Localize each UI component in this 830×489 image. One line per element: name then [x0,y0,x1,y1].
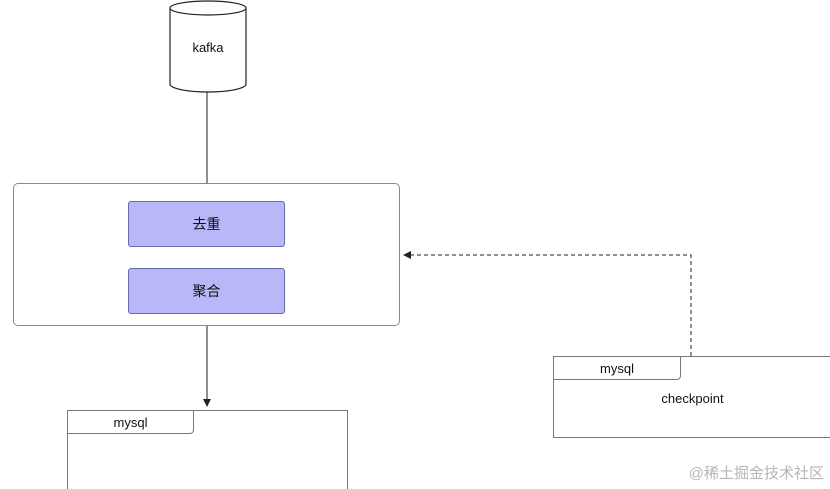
checkpoint-to-process-dashed-arrow [403,251,692,356]
kafka-cylinder-icon [169,0,247,93]
checkpoint-label: checkpoint [661,391,724,406]
mysql-sink-table: mysql [67,410,348,489]
dedupe-step: 去重 [128,201,285,247]
checkpoint-table: mysql checkpoint [553,356,830,438]
watermark-text: @稀土掘金技术社区 [688,465,824,482]
aggregate-step: 聚合 [128,268,285,314]
mysql-sink-tab: mysql [67,410,194,434]
checkpoint-mysql-tab: mysql [553,356,681,380]
kafka-label: kafka [192,40,224,55]
